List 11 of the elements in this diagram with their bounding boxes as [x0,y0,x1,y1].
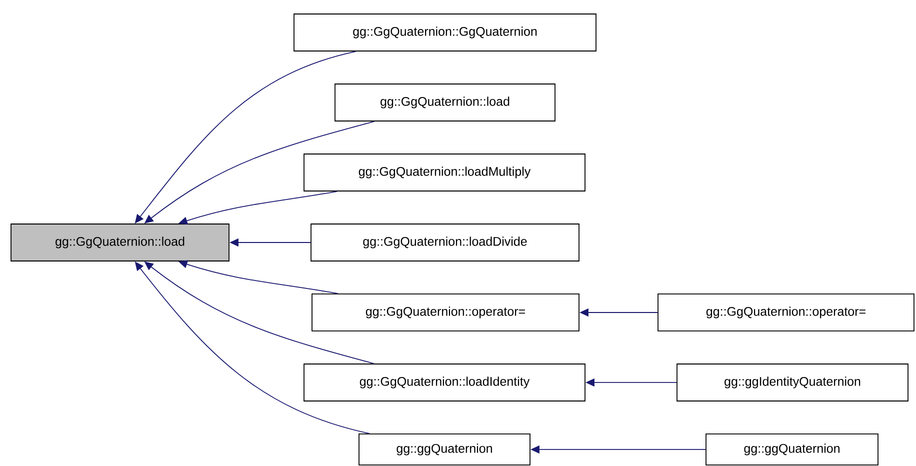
function-box: gg::GgQuaternion::load [10,224,230,262]
function-box: gg::GgQuaternion::operator= [658,294,914,332]
function-box: gg::GgQuaternion::loadDivide [310,224,580,262]
function-box: gg::ggQuaternion [358,434,530,466]
function-box: gg::GgQuaternion::load [334,84,556,122]
function-box: gg::ggQuaternion [706,434,878,466]
function-box: gg::GgQuaternion::GgQuaternion [294,14,596,52]
function-box: gg::GgQuaternion::operator= [312,294,580,332]
function-box: gg::GgQuaternion::loadMultiply [304,154,586,192]
function-box: gg::GgQuaternion::loadIdentity [304,364,586,402]
function-box: gg::ggIdentityQuaternion [676,364,908,402]
